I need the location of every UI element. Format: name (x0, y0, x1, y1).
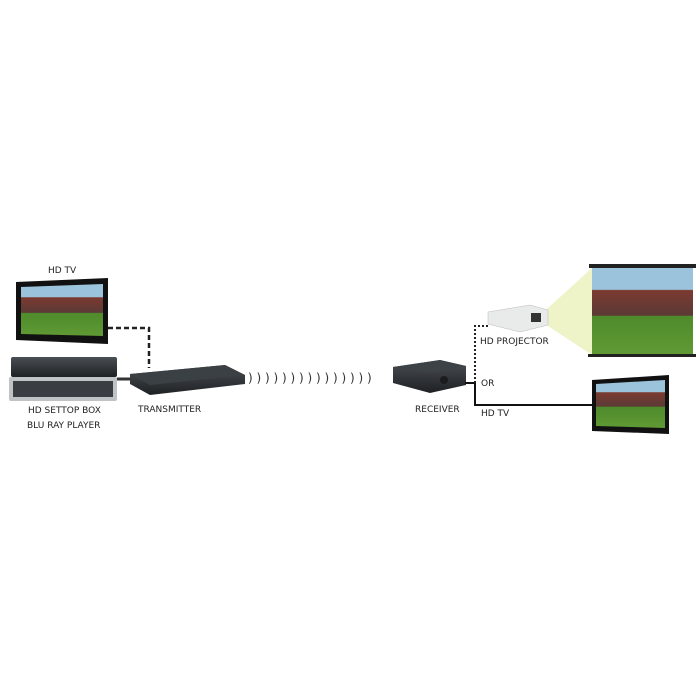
wireless-signal: ) ) ) ) ) ) ) ) ) ) ) ) ) ) ) (248, 371, 372, 385)
settop-box-label: HD SETTOP BOX (28, 406, 101, 416)
projector-label: HD PROJECTOR (480, 337, 549, 347)
bluray-label: BLU RAY PLAYER (27, 421, 100, 431)
hd-projector (487, 304, 549, 333)
hd-tv-right (592, 375, 669, 434)
transmitter-device (130, 365, 245, 395)
hdmi-cable-tv (108, 326, 151, 368)
hd-tv-left-label: HD TV (48, 266, 77, 276)
receiver-label: RECEIVER (415, 405, 460, 415)
cable-projector (474, 325, 490, 383)
cable-hd-tv (465, 382, 595, 406)
projection-screen (588, 264, 696, 357)
or-label: OR (481, 379, 494, 389)
receiver-device (393, 360, 466, 393)
settop-bluray-stack (9, 357, 117, 401)
projector-light (540, 268, 592, 355)
hd-tv-left (16, 278, 108, 344)
hd-tv-right-label: HD TV (481, 409, 510, 419)
transmitter-label: TRANSMITTER (137, 405, 201, 415)
